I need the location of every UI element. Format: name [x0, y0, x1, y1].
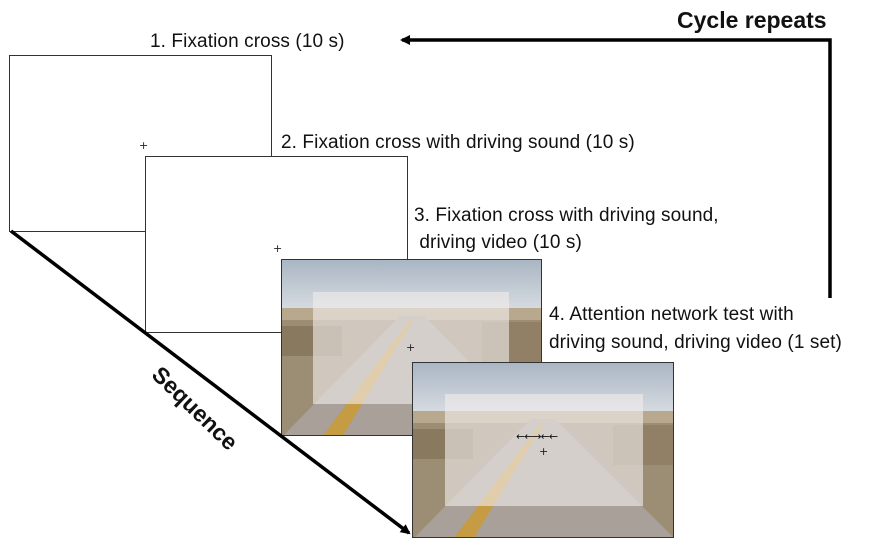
step-2-label: 2. Fixation cross with driving sound (10… [281, 132, 635, 153]
sequence-arrow [9, 229, 411, 535]
step-3-label-line2: driving video (10 s) [414, 232, 582, 253]
fixation-cross: + [406, 341, 416, 354]
step-3-label-line1: 3. Fixation cross with driving sound, [414, 205, 719, 226]
step-1-label: 1. Fixation cross (10 s) [150, 31, 345, 52]
cycle-repeats-arrow [400, 35, 832, 298]
cycle-repeats-title: Cycle repeats [677, 7, 827, 33]
step-4-label-line1: 4. Attention network test with [549, 304, 794, 325]
flanker-arrows: ←←→←← [516, 430, 558, 443]
step-4-label-line2: driving sound, driving video (1 set) [549, 332, 842, 353]
stimulus-overlay [445, 394, 643, 506]
fixation-cross: + [139, 139, 149, 152]
fixation-cross: + [539, 445, 549, 458]
frame-4-attention-test: ←←→←← + [412, 362, 674, 538]
fixation-cross: + [273, 242, 283, 255]
